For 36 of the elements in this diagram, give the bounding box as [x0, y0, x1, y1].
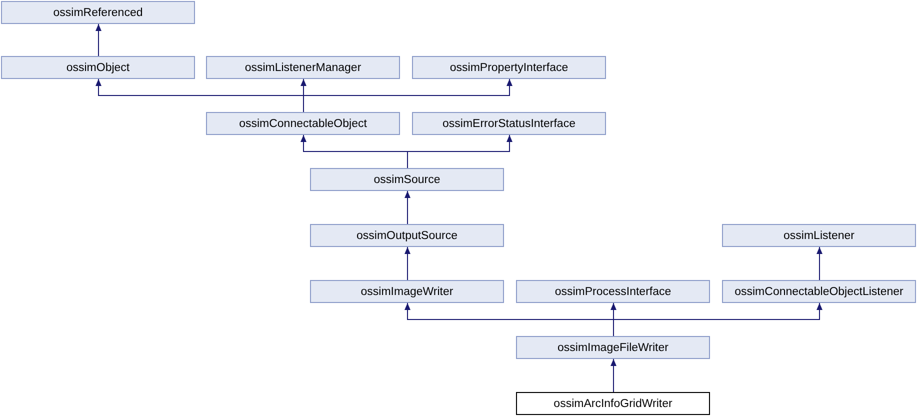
inheritance-arrow	[407, 134, 512, 168]
inheritance-arrow	[404, 246, 410, 280]
class-name: ossimArcInfoGridWriter	[554, 398, 672, 410]
class-box	[310, 280, 504, 303]
class-box	[722, 280, 916, 303]
class-box	[412, 112, 606, 135]
class-name: ossimOutputSource	[356, 230, 458, 242]
class-box	[206, 56, 400, 79]
class-name: ossimListenerManager	[244, 62, 362, 74]
class-name: ossimProcessInterface	[554, 286, 672, 298]
class-name: ossimObject	[66, 62, 130, 74]
class-name: ossimImageWriter	[360, 286, 454, 298]
inheritance-arrow	[610, 358, 616, 392]
class-name: ossimConnectableObjectListener	[734, 286, 904, 298]
class-box	[310, 168, 504, 191]
class-name: ossimImageFileWriter	[558, 342, 668, 354]
class-name: ossimListener	[784, 230, 854, 242]
class-name: ossimConnectableObject	[239, 118, 367, 130]
class-box	[516, 336, 710, 359]
class-box	[1, 1, 195, 24]
class-box	[722, 224, 916, 247]
class-box	[516, 392, 710, 415]
class-name: ossimReferenced	[53, 6, 143, 18]
class-name: ossimSource	[374, 174, 440, 186]
class-box	[1, 56, 195, 79]
inheritance-arrow	[303, 78, 512, 112]
inheritance-arrow	[96, 24, 102, 56]
inheritance-arrow	[816, 246, 822, 280]
class-box	[516, 280, 710, 303]
class-box	[206, 112, 400, 135]
class-box	[412, 56, 606, 79]
inheritance-arrow	[613, 302, 822, 336]
class-name: ossimErrorStatusInterface	[442, 118, 576, 130]
class-name: ossimPropertyInterface	[450, 62, 568, 74]
inheritance-arrow	[404, 190, 410, 224]
class-box	[310, 224, 504, 247]
